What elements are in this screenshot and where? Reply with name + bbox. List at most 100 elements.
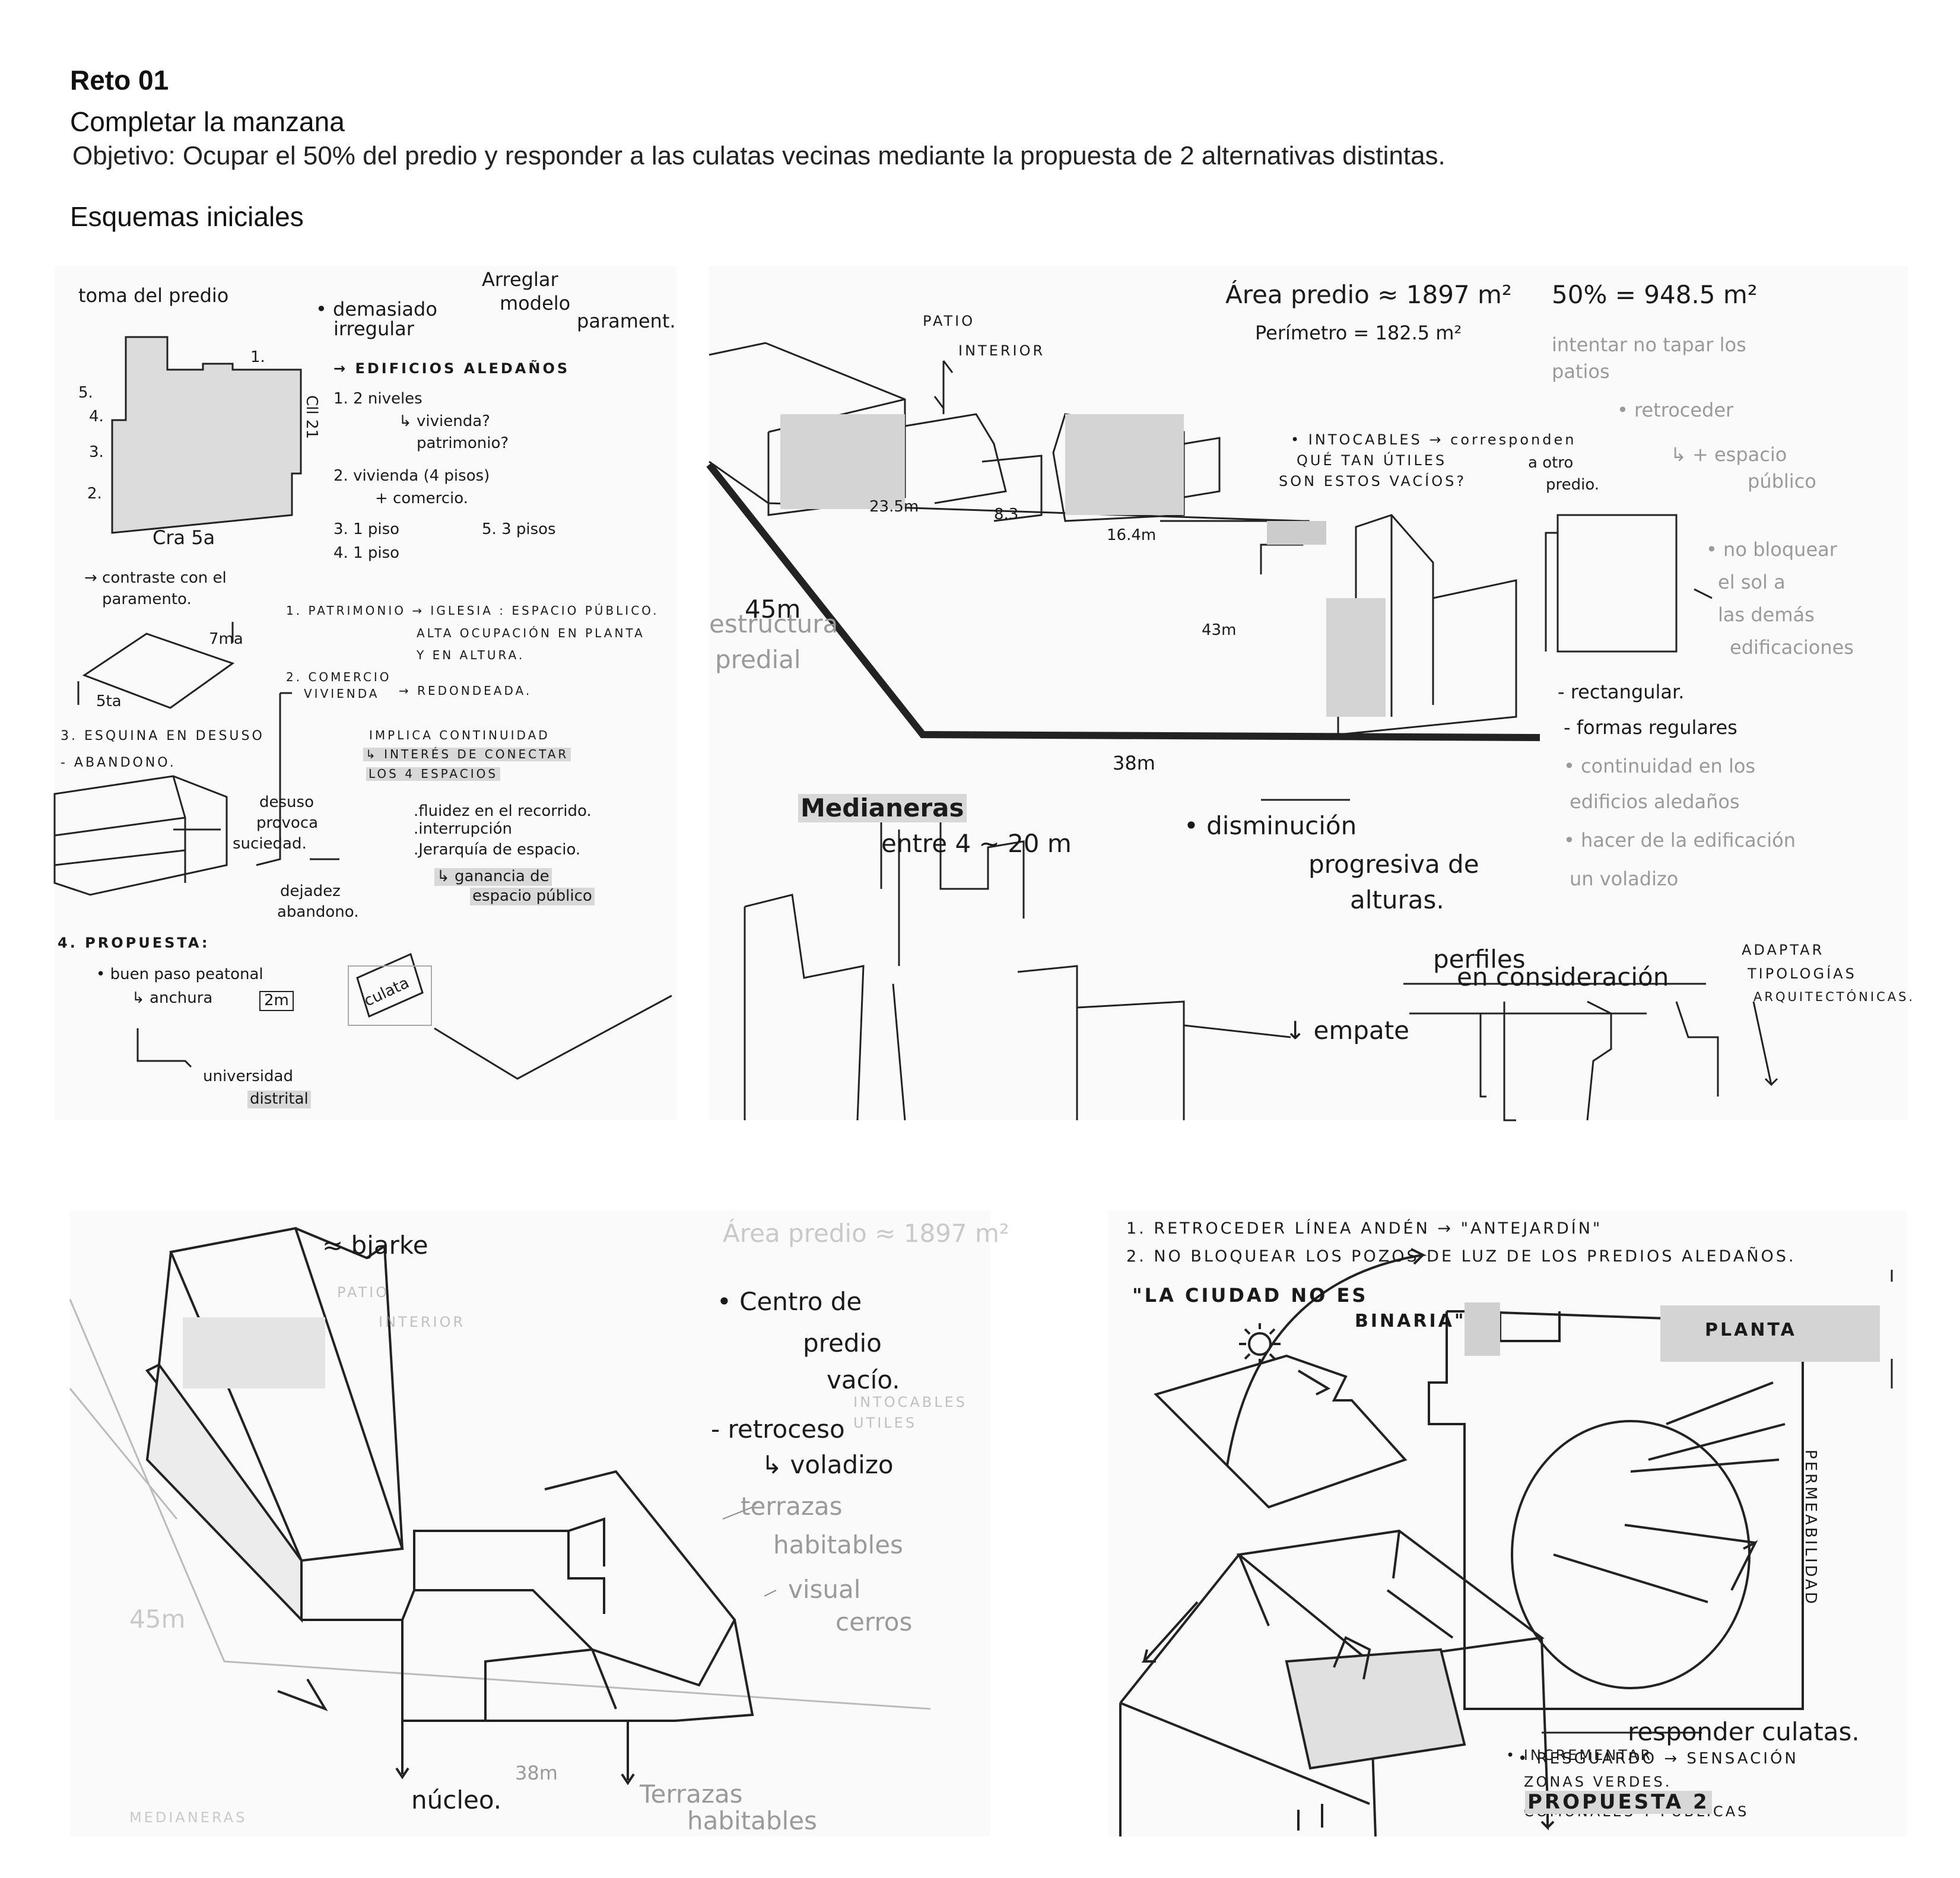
- sketch4-line1: 1. RETROCEDER LÍNEA ANDÉN → "ANTEJARDÍN": [1126, 1219, 1603, 1238]
- sketch3-visual: visual: [788, 1575, 861, 1604]
- sketch2-empate: ↓ empate: [1285, 1016, 1409, 1045]
- sketch1-redondeada: → REDONDEADA.: [399, 684, 532, 698]
- sketch1-2m: 2m: [259, 991, 294, 1011]
- sketch2-espacio: ↳ + espacio: [1670, 443, 1787, 466]
- sketch1-fluidez: .fluidez en el recorrido.: [414, 802, 592, 820]
- objective-text: Objetivo: Ocupar el 50% del predio y res…: [72, 141, 1446, 170]
- sketch2-nobloquear: • no bloquear: [1706, 538, 1837, 561]
- sketch1-contraste: → contraste con el: [84, 569, 227, 587]
- sketch1-e3: 3. 1 piso: [333, 520, 400, 538]
- sketch3-cerros: cerros: [836, 1607, 913, 1637]
- sketch1-e2: 2. vivienda (4 pisos): [333, 467, 490, 485]
- sketch-2-drawing: [706, 342, 1778, 1121]
- sketch1-interrupcion: .interrupción: [414, 820, 512, 838]
- sketch-panel-3: Área predio ≈ 1897 m² PATIO INTERIOR INT…: [69, 1210, 1009, 1836]
- sketch2-tipologias: TIPOLOGÍAS: [1748, 965, 1857, 982]
- sketch1-patrimonio: 1. PATRIMONIO → IGLESIA : ESPACIO PÚBLIC…: [286, 603, 659, 618]
- sketch2-disminucion: • disminución: [1184, 811, 1357, 840]
- sketch3-ghost-area: Área predio ≈ 1897 m²: [723, 1219, 1009, 1248]
- sketch2-perfiles: perfiles: [1433, 945, 1526, 974]
- sketch4-propuesta2: PROPUESTA 2: [1525, 1790, 1712, 1815]
- sketch2-voladizo: un voladizo: [1570, 867, 1679, 890]
- sketch1-interes: ↳ INTERÉS DE CONECTAR: [363, 748, 571, 761]
- sketch1-irregular: irregular: [333, 317, 414, 340]
- sketch2-consideracion: en consideración: [1457, 962, 1669, 992]
- sketch2-d38: 38m: [1113, 752, 1155, 774]
- sketch4-zonas: ZONAS VERDES.: [1524, 1774, 1672, 1790]
- sketch1-n3: 3.: [89, 443, 104, 461]
- sketch3-ghost-patio: PATIO: [337, 1284, 390, 1301]
- sketch1-dim7: 7ma: [209, 630, 243, 648]
- sketch1-toma: toma del predio: [78, 284, 229, 307]
- sketch1-propuesta: 4. PROPUESTA:: [58, 935, 210, 951]
- sketch1-n1: 1.: [250, 348, 265, 366]
- sketch1-vivienda: VIVIENDA: [304, 687, 380, 701]
- sketch-3-drawing: [69, 1226, 931, 1785]
- sketch4-permeabilidad: PERMEABILIDAD: [1801, 1450, 1819, 1606]
- sketch1-parament: parament.: [577, 310, 676, 332]
- sketch3-retroceso: - retroceso: [711, 1415, 845, 1444]
- sketch1-demasiado: • demasiado: [316, 298, 437, 320]
- sketch3-ghost-medianeras: MEDIANERAS: [129, 1809, 247, 1826]
- sketch1-arreglar: Arreglar: [482, 268, 558, 291]
- sketch1-e1: 1. 2 niveles: [333, 390, 423, 408]
- sketch-panel-2: PATIO INTERIOR Área predio ≈ 1897 m² Per…: [706, 266, 1913, 1121]
- sketch1-espacios: LOS 4 ESPACIOS: [366, 767, 501, 781]
- sketch2-entre: entre 4 ~ 20 m: [881, 829, 1072, 858]
- sketch1-dim5: 5ta: [96, 692, 122, 710]
- sketch1-implica: IMPLICA CONTINUIDAD: [369, 728, 550, 742]
- section-title: Esquemas iniciales: [70, 201, 304, 232]
- sketch2-demas: las demás: [1718, 603, 1815, 626]
- sketch2-arquitectonicas: ARQUITECTÓNICAS.: [1753, 990, 1915, 1004]
- sketch3-bjarke: ≈ bjarke: [322, 1231, 428, 1260]
- sketch1-e1b: patrimonio?: [417, 434, 509, 452]
- sketch3-ghost-intocables: INTOCABLES: [853, 1394, 967, 1410]
- sketch1-cll: Cll 21: [302, 395, 320, 439]
- sketch2-formas: - formas regulares: [1564, 716, 1737, 739]
- sketch3-terrazas: terrazas: [741, 1492, 843, 1521]
- sketch4-quote2: BINARIA": [1355, 1311, 1466, 1332]
- sketch1-abandono2: abandono.: [277, 903, 359, 921]
- sketch3-habitables2: habitables: [687, 1806, 817, 1835]
- sketch1-anchura: ↳ anchura: [132, 989, 213, 1007]
- sketch1-buen: • buen paso peatonal: [96, 965, 263, 983]
- sketch2-edificaciones: edificaciones: [1730, 636, 1854, 659]
- sketch2-intentar: intentar no tapar los: [1552, 333, 1746, 356]
- sketch4-planta: PLANTA: [1705, 1320, 1797, 1340]
- sketch1-alta: ALTA OCUPACIÓN EN PLANTA: [417, 626, 645, 640]
- sketch2-continuidad: • continuidad en los: [1564, 755, 1756, 777]
- sketch4-responder: responder culatas.: [1628, 1717, 1860, 1746]
- sketch2-predio: predio.: [1546, 476, 1600, 494]
- sketch2-rectangular: - rectangular.: [1558, 681, 1685, 703]
- sketch3-centro: • Centro de: [717, 1287, 862, 1316]
- sketch2-perimetro: Perímetro = 182.5 m²: [1255, 322, 1462, 344]
- sketch2-medianeras: Medianeras: [798, 793, 967, 823]
- sketch-panel-4: 1. RETROCEDER LÍNEA ANDÉN → "ANTEJARDÍN"…: [1108, 1210, 1907, 1837]
- sketch1-suciedad: suciedad.: [233, 835, 307, 853]
- sketch1-n5: 5.: [78, 384, 93, 402]
- sketch-4-drawing: [1119, 1248, 1893, 1837]
- sketch1-altura: Y EN ALTURA.: [417, 648, 525, 662]
- sketch1-e5: 5. 3 pisos: [482, 520, 556, 538]
- sketch4-incrementar: • INCREMENTAR: [1506, 1747, 1653, 1763]
- sketch1-espaciopub: espacio público: [470, 887, 595, 905]
- sketch3-nucleo: núcleo.: [411, 1785, 502, 1815]
- sketch3-ghost-utiles: UTILES: [853, 1415, 917, 1431]
- sketch4-line2: 2. NO BLOQUEAR LOS POZOS DE LUZ DE LOS P…: [1126, 1247, 1796, 1266]
- sketch3-habitables: habitables: [773, 1530, 903, 1559]
- sketch1-paramento: paramento.: [102, 590, 192, 608]
- sketch1-e4: 4. 1 piso: [333, 544, 400, 562]
- sketch2-adaptar: ADAPTAR: [1742, 942, 1825, 958]
- sketch2-que: QUÉ TAN ÚTILES: [1297, 452, 1447, 469]
- sketch3-ghost-interior: INTERIOR: [379, 1314, 466, 1330]
- sketch2-sol: el sol a: [1718, 571, 1786, 593]
- sketch2-d235: 23.5m: [869, 498, 919, 516]
- sketch2-area: Área predio ≈ 1897 m²: [1225, 280, 1512, 309]
- sketch1-jerarquia: .Jerarquía de espacio.: [414, 841, 581, 859]
- sketch1-edificios: → EDIFICIOS ALEDAÑOS: [333, 360, 570, 377]
- sketch-panel-1: toma del predio Arreglar modelo parament…: [53, 266, 676, 1120]
- sketch2-retroceder: • retroceder: [1617, 399, 1734, 421]
- sketch1-universidad: universidad: [203, 1067, 293, 1085]
- sketch3-voladizo: ↳ voladizo: [761, 1450, 894, 1479]
- sketch2-interior: INTERIOR: [958, 342, 1046, 359]
